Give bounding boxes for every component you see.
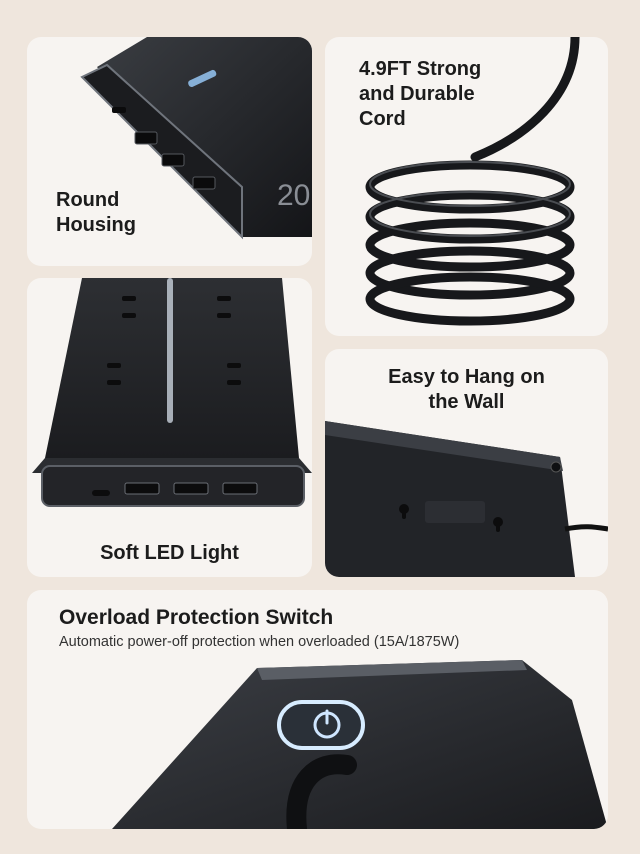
coiled-cord-image: [365, 37, 580, 326]
cord-line3: Cord: [359, 108, 406, 130]
card-led-light: Soft LED Light: [27, 278, 312, 577]
card-overload-switch: Overload Protection Switch Automatic pow…: [27, 590, 608, 829]
product-display-digits: 20: [277, 179, 311, 212]
power-strip-back-image: [325, 421, 608, 577]
cord-line2: and Durable: [359, 83, 475, 105]
wall-hang-line1: Easy to Hang on: [388, 366, 545, 388]
overload-subtitle: Automatic power-off protection when over…: [59, 634, 460, 650]
round-housing-label: Round Housing: [56, 188, 136, 238]
card-cord: 4.9FT Strong and Durable Cord: [325, 37, 608, 336]
round-housing-line1: Round: [56, 189, 120, 211]
overload-title: Overload Protection Switch: [59, 606, 334, 629]
card-round-housing: Round Housing 20: [27, 37, 312, 266]
power-strip-usb-end-image: [80, 37, 312, 240]
wall-hang-line2: the Wall: [428, 391, 505, 413]
round-housing-line2: Housing: [56, 214, 136, 236]
cord-label: 4.9FT Strong and Durable Cord: [359, 57, 481, 132]
power-switch-image: [112, 660, 608, 829]
led-light-label: Soft LED Light: [100, 542, 239, 564]
cord-line1: 4.9FT Strong: [359, 58, 482, 80]
power-strip-top-image: [32, 278, 312, 507]
card-wall-hang: Easy to Hang on the Wall: [325, 349, 608, 577]
wall-hang-label: Easy to Hang on the Wall: [325, 365, 608, 415]
